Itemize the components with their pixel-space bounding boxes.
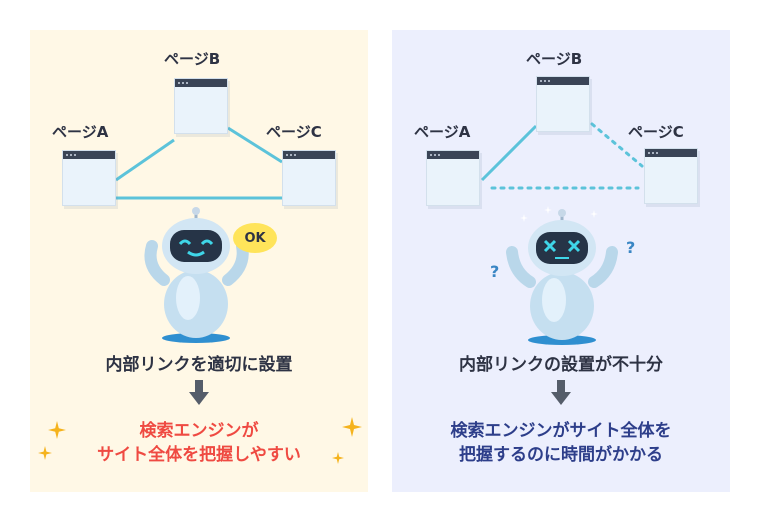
left-caption: 内部リンクを適切に設置 — [105, 355, 293, 375]
down-arrow-icon — [189, 380, 209, 405]
right-link-lines — [480, 122, 644, 190]
ok-speech-bubble: OK — [233, 223, 277, 253]
link-b-c-dotted — [590, 122, 644, 168]
page-b-label: ページB — [164, 50, 221, 68]
right-result-line2: 把握するのに時間がかかる — [459, 445, 663, 465]
page-c-window — [644, 148, 698, 204]
right-panel: ページB ページA ページC ? ? 内部リンクの設置が不十分 検索エンジンがサ… — [392, 30, 730, 492]
page-b-window — [174, 78, 228, 134]
left-result-line2: サイト全体を把握しやすい — [97, 445, 301, 465]
link-a-b — [480, 124, 538, 182]
link-a-b — [115, 138, 175, 182]
question-mark-right: ? — [626, 238, 636, 257]
question-mark-left: ? — [490, 262, 500, 281]
page-c-window — [282, 150, 336, 206]
page-c-label: ページC — [266, 123, 322, 141]
happy-robot-icon — [144, 207, 249, 343]
left-result-line1: 検索エンジンが — [139, 421, 259, 441]
page-a-window — [426, 150, 480, 206]
star-icon — [520, 214, 528, 222]
left-link-lines — [115, 126, 283, 200]
sparkle-icon — [38, 446, 52, 460]
link-b-c — [227, 126, 283, 164]
left-result: 検索エンジンが サイト全体を把握しやすい — [30, 419, 368, 467]
page-b-window — [536, 76, 590, 132]
page-b-label: ページB — [526, 50, 583, 68]
sparkle-icon — [342, 417, 362, 437]
sparkle-icon — [332, 452, 344, 464]
right-result: 検索エンジンがサイト全体を 把握するのに時間がかかる — [392, 419, 730, 467]
left-panel: ページB ページA ページC OK 内部リンクを適切に設置 検索エンジンが サイ… — [30, 30, 368, 492]
page-a-label: ページA — [414, 123, 471, 141]
page-c-label: ページC — [628, 123, 684, 141]
page-a-window — [62, 150, 116, 206]
star-icon — [590, 210, 598, 218]
right-caption: 内部リンクの設置が不十分 — [459, 355, 663, 375]
confused-robot-icon — [506, 209, 618, 345]
right-result-line1: 検索エンジンがサイト全体を — [450, 421, 672, 441]
page-a-label: ページA — [52, 123, 109, 141]
down-arrow-icon — [551, 380, 571, 405]
sparkle-icon — [48, 421, 66, 439]
star-icon — [544, 206, 552, 214]
